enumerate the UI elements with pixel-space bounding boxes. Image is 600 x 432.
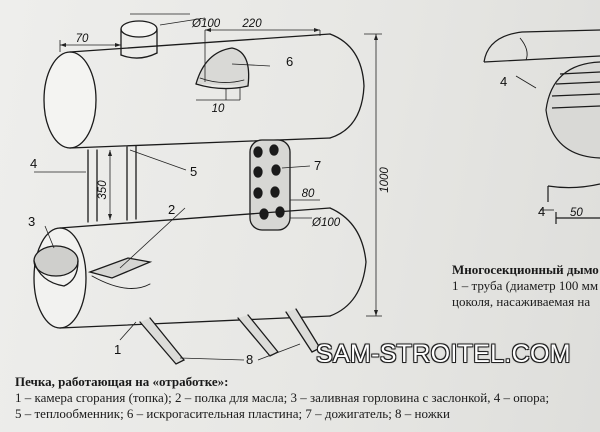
- callout-2: 2: [168, 202, 175, 217]
- caption-line-1: 1 – камера сгорания (топка); 2 – полка д…: [15, 390, 550, 405]
- dimension-220: 220: [241, 18, 262, 30]
- callout-1: 1: [114, 342, 121, 357]
- caption-title: Печка, работающая на «отработке»:: [15, 374, 229, 389]
- filler-neck: [33, 245, 79, 287]
- spark-arrestor-plate: [195, 47, 250, 90]
- right-caption-line-2: цоколя, насаживаемая на: [452, 294, 591, 309]
- legs: [139, 308, 321, 365]
- right-caption-title: Многосекционный дымо: [452, 262, 599, 277]
- caption: Печка, работающая на «отработке»: 1 – ка…: [15, 374, 600, 422]
- right-caption: Многосекционный дымо 1 – труба (диаметр …: [452, 262, 600, 310]
- callout-4: 4: [30, 156, 37, 171]
- dimension-70: 70: [76, 33, 89, 45]
- callout-5: 5: [190, 164, 197, 179]
- right-caption-line-1: 1 – труба (диаметр 100 мм: [452, 278, 599, 293]
- dimension-80: 80: [302, 188, 315, 200]
- smoke-section-drawing: [483, 29, 600, 224]
- watermark: SAM-STROITEL.COM: [316, 340, 571, 368]
- dimension-pipe-diameter-mid: Ø100: [311, 217, 341, 229]
- caption-line-2: 5 – теплообменник; 6 – искрогасительная …: [15, 406, 450, 421]
- callout-7: 7: [314, 158, 321, 173]
- dimension-arrows: [60, 28, 378, 316]
- callout-3: 3: [28, 214, 35, 229]
- callout-6: 6: [286, 54, 293, 69]
- right-callout-4: 4: [500, 74, 507, 89]
- top-pipe: [120, 20, 158, 59]
- dimension-1000: 1000: [379, 167, 391, 193]
- support-tube: [87, 145, 137, 223]
- right-dimension-50: 50: [570, 207, 583, 219]
- dimension-350: 350: [97, 180, 109, 200]
- oil-shelf: [87, 257, 153, 289]
- dimension-10: 10: [212, 103, 225, 115]
- dimension-pipe-diameter-top: Ø100: [191, 18, 221, 30]
- right-dimension-4: 4: [538, 204, 545, 219]
- callout-8: 8: [246, 352, 253, 367]
- afterburner: [249, 139, 291, 231]
- heat-exchanger-cylinder: [43, 33, 365, 149]
